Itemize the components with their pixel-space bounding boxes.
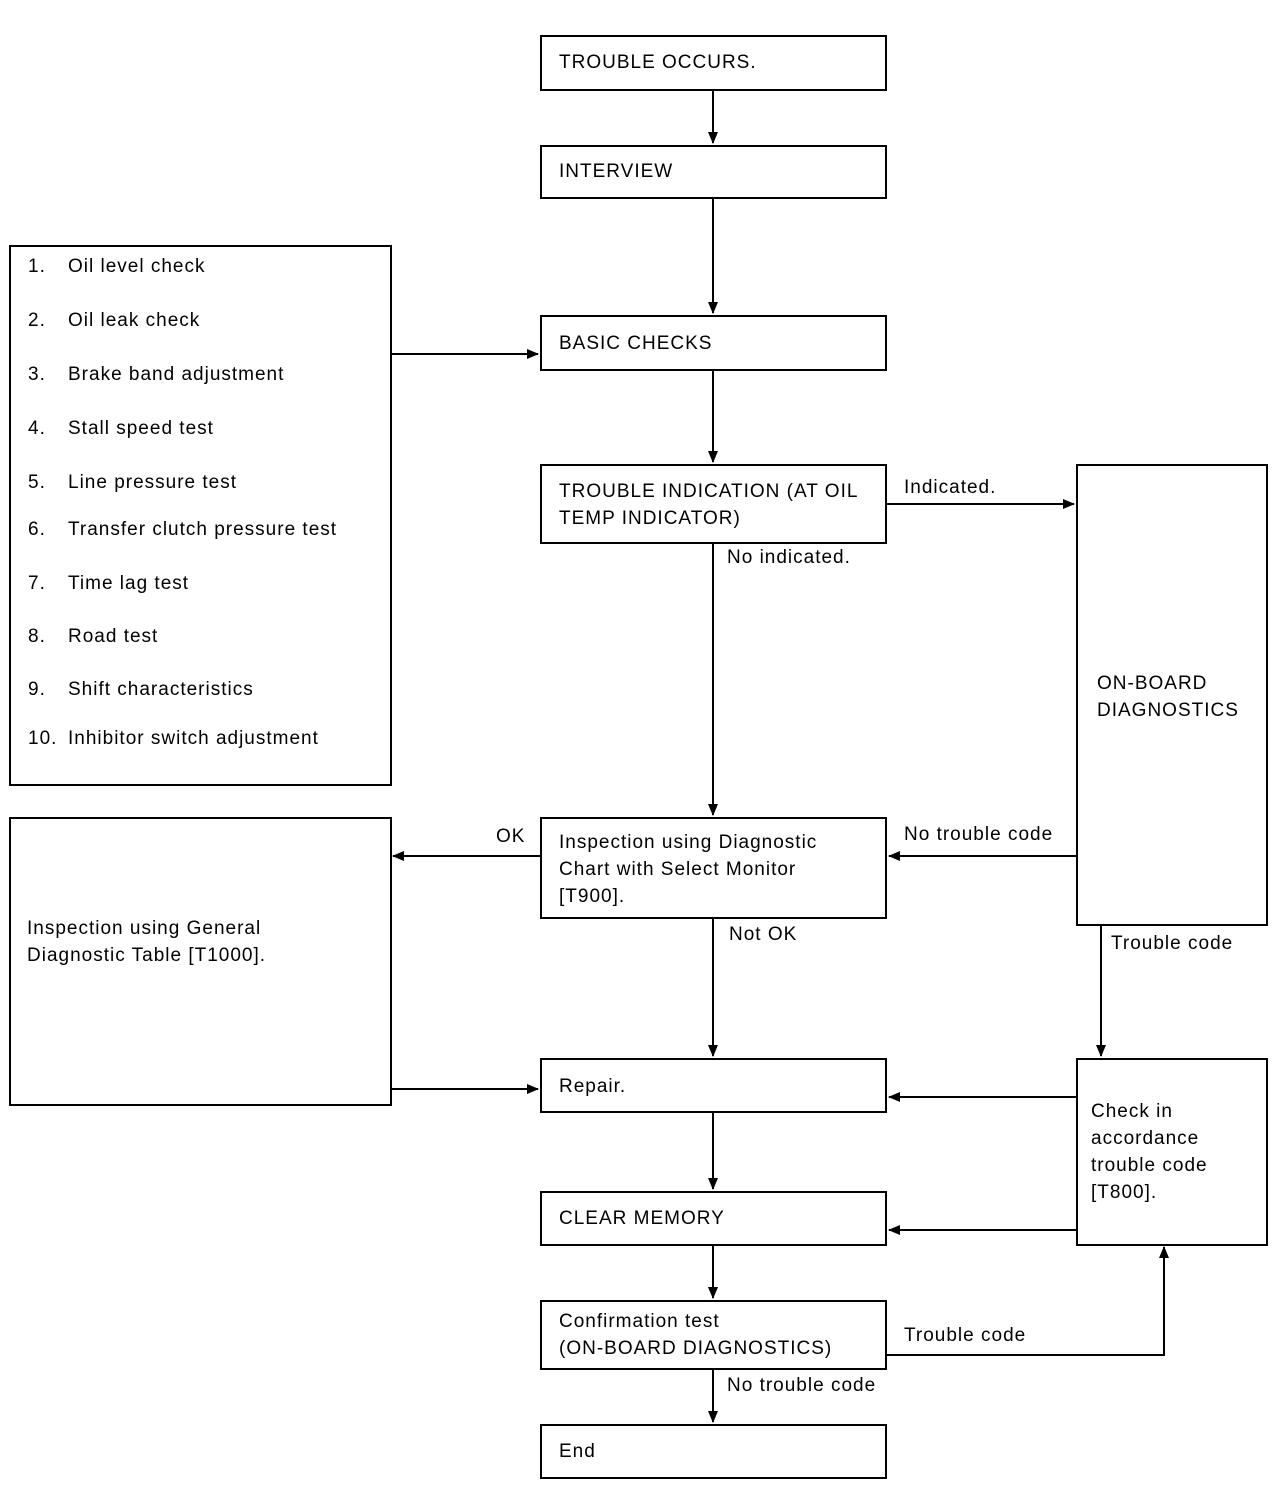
checklist-item-number: 8.: [28, 626, 46, 647]
checklist-item-number: 5.: [28, 472, 46, 493]
interview-box: INTERVIEW: [540, 145, 887, 199]
check-trouble-code-box: Check in accordance trouble code [T800].: [1076, 1058, 1268, 1246]
checklist-item-text: Line pressure test: [68, 472, 238, 493]
checklist-item: 2. Oil leak check: [28, 310, 200, 332]
label-not-ok: Not OK: [729, 924, 798, 945]
checklist-item-number: 2.: [28, 310, 46, 331]
label-no-trouble-code-end: No trouble code: [727, 1375, 877, 1396]
arrow-confirmation-to-check-code: [887, 1246, 1169, 1356]
end-text: End: [559, 1441, 596, 1462]
checklist-item-text: Shift characteristics: [68, 679, 254, 700]
checklist-item: 5. Line pressure test: [28, 472, 237, 494]
checklist-item: 1. Oil level check: [28, 256, 206, 278]
check-trouble-code-text: Check in accordance trouble code [T800].: [1091, 1101, 1208, 1203]
checklist-item-number: 3.: [28, 364, 46, 385]
checklist-item-text: Stall speed test: [68, 418, 214, 439]
label-no-indicated: No indicated.: [727, 547, 851, 568]
checklist-item: 3. Brake band adjustment: [28, 364, 284, 386]
repair-text: Repair.: [559, 1076, 627, 1097]
trouble-occurs-text: TROUBLE OCCURS.: [559, 52, 757, 73]
inspection-general-table-text: Inspection using General Diagnostic Tabl…: [27, 918, 267, 966]
checklist-box: 1. Oil level check 2. Oil leak check 3. Brake…: [9, 245, 392, 786]
basic-checks-text: BASIC CHECKS: [559, 333, 713, 354]
on-board-diagnostics-box: ON-BOARD DIAGNOSTICS: [1076, 464, 1268, 926]
inspection-diagnostic-chart-box: Inspection using Diagnostic Chart with S…: [540, 817, 887, 919]
checklist-item-number: 10.: [28, 728, 58, 749]
label-trouble-code-confirm: Trouble code: [904, 1325, 1027, 1346]
checklist-item: 10. Inhibitor switch adjustment: [28, 728, 319, 750]
checklist-item-number: 9.: [28, 679, 46, 700]
checklist-item-text: Brake band adjustment: [68, 364, 285, 385]
basic-checks-box: BASIC CHECKS: [540, 315, 887, 371]
checklist-item: 8. Road test: [28, 626, 158, 648]
on-board-diagnostics-text: ON-BOARD DIAGNOSTICS: [1097, 673, 1239, 721]
checklist-item-text: Time lag test: [68, 573, 190, 594]
checklist-item-text: Oil leak check: [68, 310, 201, 331]
checklist-item-number: 7.: [28, 573, 46, 594]
trouble-indication-text: TROUBLE INDICATION (AT OIL TEMP INDICATO…: [559, 481, 859, 529]
checklist-item-number: 6.: [28, 519, 46, 540]
checklist-item-number: 4.: [28, 418, 46, 439]
confirmation-test-text: Confirmation test (ON-BOARD DIAGNOSTICS): [559, 1311, 833, 1359]
repair-box: Repair.: [540, 1058, 887, 1113]
inspection-general-table-box: Inspection using General Diagnostic Tabl…: [9, 817, 392, 1106]
checklist-item-text: Transfer clutch pressure test: [68, 519, 338, 540]
checklist-item-number: 1.: [28, 256, 46, 277]
clear-memory-box: CLEAR MEMORY: [540, 1191, 887, 1246]
label-indicated: Indicated.: [904, 477, 997, 498]
label-trouble-code: Trouble code: [1111, 933, 1234, 954]
clear-memory-text: CLEAR MEMORY: [559, 1208, 725, 1229]
inspection-diagnostic-chart-text: Inspection using Diagnostic Chart with S…: [559, 832, 818, 907]
checklist-item: 4. Stall speed test: [28, 418, 214, 440]
label-ok: OK: [496, 826, 526, 847]
checklist-item: 6. Transfer clutch pressure test: [28, 519, 337, 541]
checklist-item-text: Oil level check: [68, 256, 206, 277]
confirmation-test-box: Confirmation test (ON-BOARD DIAGNOSTICS): [540, 1300, 887, 1370]
checklist-item: 9. Shift characteristics: [28, 679, 254, 701]
checklist-item: 7. Time lag test: [28, 573, 189, 595]
interview-text: INTERVIEW: [559, 161, 674, 182]
trouble-indication-box: TROUBLE INDICATION (AT OIL TEMP INDICATO…: [540, 464, 887, 544]
label-no-trouble-code: No trouble code: [904, 824, 1054, 845]
checklist-item-text: Inhibitor switch adjustment: [68, 728, 319, 749]
end-box: End: [540, 1424, 887, 1479]
trouble-occurs-box: TROUBLE OCCURS.: [540, 35, 887, 91]
checklist-item-text: Road test: [68, 626, 159, 647]
